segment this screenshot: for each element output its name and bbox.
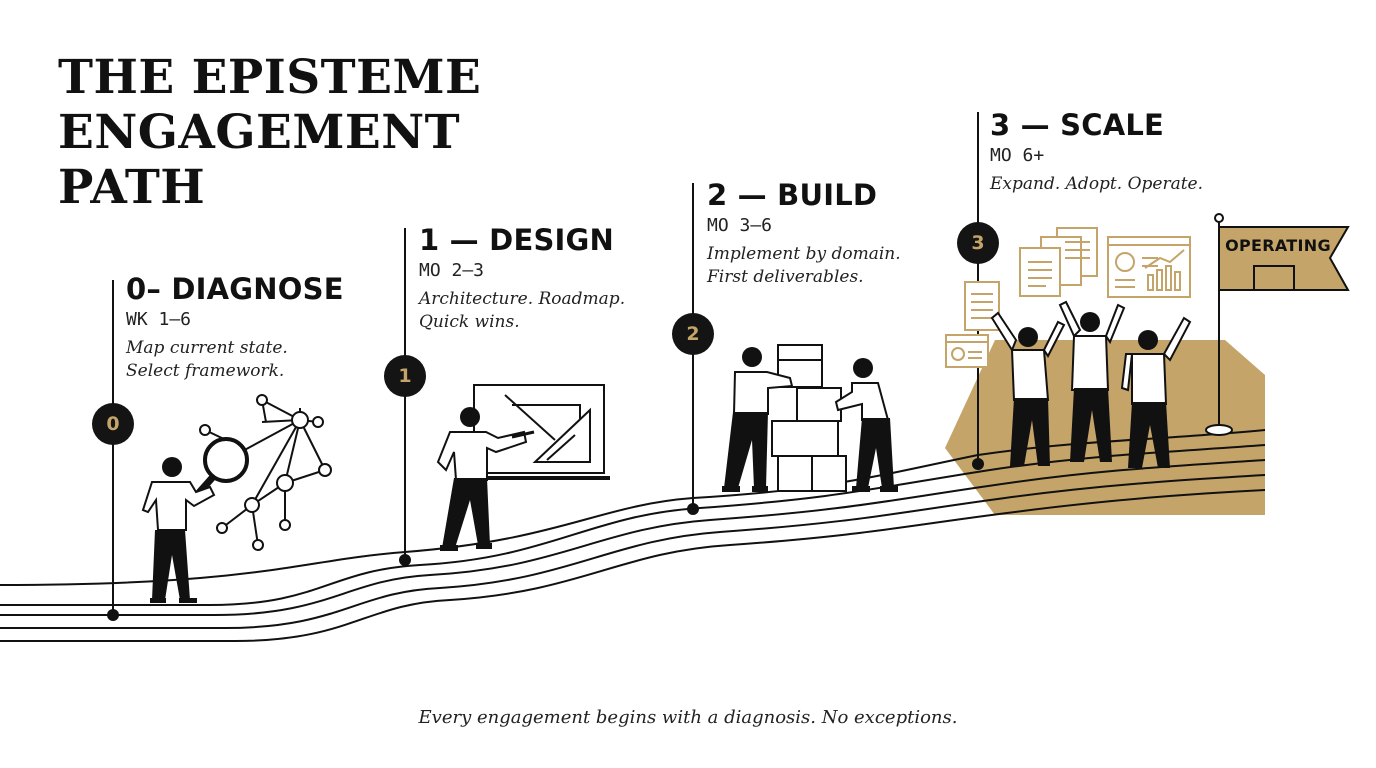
people-scale <box>990 300 1192 468</box>
stage-2-period: MO 3–6 <box>707 215 773 236</box>
stage-0-badge: 0 <box>92 403 134 445</box>
stage-1-text: 1 — DESIGN MO 2–3 Architecture. Roadmap.… <box>419 223 625 334</box>
stage-1-description: Architecture. Roadmap. Quick wins. <box>419 288 625 334</box>
flag-label: OPERATING <box>1225 236 1331 255</box>
stage-2-heading: 2 — BUILD <box>707 178 878 212</box>
stage-3-text: 3 — SCALE MO 6+ Expand. Adopt. Operate. <box>990 108 1203 196</box>
stage-1-period: MO 2–3 <box>419 260 485 281</box>
page-title: THE EPISTEME ENGAGEMENT PATH <box>58 50 518 215</box>
stage-3-badge: 3 <box>957 222 999 264</box>
documents-dashboard-icon <box>945 227 1191 368</box>
stage-0-text: 0– DIAGNOSE WK 1–6 Map current state. Se… <box>126 272 344 383</box>
stage-3-description: Expand. Adopt. Operate. <box>990 173 1203 196</box>
stage-3-period: MO 6+ <box>990 145 1045 166</box>
title-line-2: ENGAGEMENT <box>58 105 461 160</box>
stage-3-heading: 3 — SCALE <box>990 108 1165 142</box>
stage-1-heading: 1 — DESIGN <box>419 223 615 257</box>
title-line-3: PATH <box>58 160 206 215</box>
stage-0-description: Map current state. Select framework. <box>126 337 344 383</box>
stacked-boxes-icon <box>771 344 847 492</box>
person-diagnose <box>141 457 216 603</box>
stage-0-heading: 0– DIAGNOSE <box>126 272 344 306</box>
stage-1-desc-line-2: Quick wins. <box>419 312 520 332</box>
stage-1-desc-line-1: Architecture. Roadmap. <box>419 289 626 309</box>
stage-0-desc-line-1: Map current state. <box>126 338 288 358</box>
stage-2-description: Implement by domain. First deliverables. <box>707 243 901 289</box>
person-design <box>436 407 535 551</box>
person-build-right <box>834 358 898 492</box>
stage-1-marker <box>399 228 411 566</box>
footer-note: Every engagement begins with a diagnosis… <box>418 707 958 728</box>
stage-2-badge: 2 <box>672 313 714 355</box>
stage-2-desc-line-1: Implement by domain. <box>707 244 901 264</box>
whiteboard-icon <box>473 384 610 480</box>
stage-2-text: 2 — BUILD MO 3–6 Implement by domain. Fi… <box>707 178 901 289</box>
title-line-1: THE EPISTEME <box>58 50 482 105</box>
stage-0-period: WK 1–6 <box>126 309 192 330</box>
magnifier-network-icon <box>192 394 332 551</box>
stage-0-marker <box>107 280 119 621</box>
person-build-left <box>722 347 794 492</box>
stage-3-desc-line-1: Expand. Adopt. Operate. <box>990 174 1204 194</box>
stage-2-desc-line-2: First deliverables. <box>707 267 864 287</box>
flag-icon <box>1205 213 1350 436</box>
stage-1-badge: 1 <box>384 355 426 397</box>
stage-0-desc-line-2: Select framework. <box>126 361 285 381</box>
road-lines <box>0 429 1266 642</box>
